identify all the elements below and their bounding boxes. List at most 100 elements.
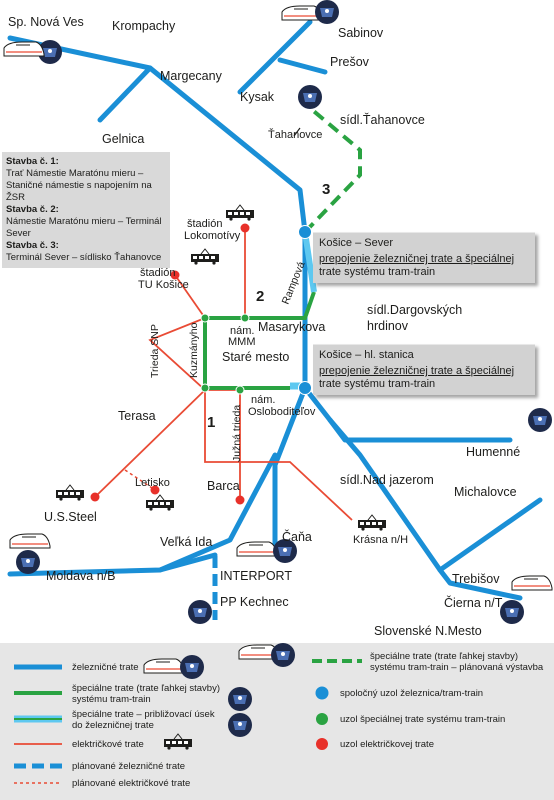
node-tram [150,485,160,495]
legend-planned-special-2: systému tram-train – plánovaná výstavba [370,662,544,673]
callout-desc: prepojenie železničnej trate a špeciálne… [319,365,515,377]
svg-text:Krásna n/H: Krásna n/H [353,534,408,546]
svg-text:Osloboditeľov: Osloboditeľov [248,406,316,418]
svg-text:Barca: Barca [207,479,240,493]
legend-node-special: uzol špeciálnej trate systému tram-train [340,714,506,725]
stage-text: Námestie Maratónu mieru – Terminál Sever [6,216,162,239]
svg-text:MMM: MMM [228,336,256,348]
nodes [90,127,312,505]
construction-stages-box: Stavba č. 1: Trať Námestie Maratónu mier… [2,152,170,268]
tram-train-icon [271,643,295,667]
legend-node-tram: uzol električkovej trate [340,739,434,750]
callout-desc: trate systému tram-train [319,266,436,278]
special-lines [203,291,316,390]
svg-text:Masarykova: Masarykova [258,320,325,334]
svg-text:Trieda SNP: Trieda SNP [149,324,161,378]
svg-text:3: 3 [322,181,330,198]
tram-train-icon [528,408,552,432]
callout-title: Košice – hl. stanica [319,349,414,361]
callout-kosice-stanica: Košice – hl. stanica prepojenie železnič… [313,344,535,395]
svg-text:1: 1 [207,414,215,431]
svg-text:Humenné: Humenné [466,445,520,459]
node-special [200,383,210,393]
tram-icon [163,733,193,751]
legend-approach-2: do železničnej trate [72,720,154,731]
svg-text:Čierna n/T: Čierna n/T [444,595,503,610]
train-icon [511,575,553,591]
svg-text:Staré mesto: Staré mesto [222,350,289,364]
tram-train-icon [188,600,212,624]
train-icon [3,41,45,57]
planned-tram [124,469,156,491]
svg-text:Trebišov: Trebišov [452,572,500,586]
node-special [235,385,245,395]
legend-approach-1: špeciálne trate – približovací úsek [72,709,215,720]
stage-title: Stavba č. 2: [6,204,59,215]
svg-text:Veľká Ida: Veľká Ida [160,535,212,549]
svg-text:Prešov: Prešov [330,55,370,69]
svg-text:Terasa: Terasa [118,409,156,423]
node-tram [90,492,100,502]
svg-text:INTERPORT: INTERPORT [220,569,292,583]
svg-text:Moldava n/B: Moldava n/B [46,569,115,583]
svg-text:nám.: nám. [251,394,275,406]
svg-text:Letisko: Letisko [135,477,170,489]
node-tram [170,270,180,280]
svg-text:Ťahanovce: Ťahanovce [268,128,322,141]
svg-text:Krompachy: Krompachy [112,19,176,33]
tram-train-icon [16,550,40,574]
train-icon [143,658,185,674]
svg-text:nám.: nám. [230,325,254,337]
svg-text:sídl.Ťahanovce: sídl.Ťahanovce [340,112,425,127]
svg-text:Slovenské N.Mesto: Slovenské N.Mesto [374,624,482,638]
tram-train-icon [298,85,322,109]
svg-text:2: 2 [256,288,264,305]
stage-title: Stavba č. 3: [6,240,59,251]
svg-text:hrdinov: hrdinov [367,319,409,333]
svg-text:Sp. Nová Ves: Sp. Nová Ves [8,15,84,29]
tram-train-icon [228,687,252,711]
svg-text:sídl.Nad jazerom: sídl.Nad jazerom [340,473,434,487]
callout-kosice-sever: Košice – Sever prepojenie železničnej tr… [313,232,535,283]
legend-planned-special-1: špeciálne trate (trate ľahkej stavby) [370,651,518,662]
callout-desc: prepojenie železničnej trate a špeciálne… [319,253,515,265]
legend: železničné trate špeciálne trate (trate … [0,643,554,800]
svg-text:Margecany: Margecany [160,69,223,83]
svg-text:Sabinov: Sabinov [338,26,384,40]
svg-text:Lokomotívy: Lokomotívy [184,230,241,242]
place-labels: Sp. Nová Ves Krompachy Sabinov Prešov Ma… [8,15,520,638]
legend-special-1: špeciálne trate (trate ľahkej stavby) [72,683,220,694]
node-common-stanica [298,381,312,395]
legend-special-2: systému tram-train [72,694,151,705]
svg-text:Južná trieda: Južná trieda [231,405,243,462]
tram-train-icon [180,655,204,679]
legend-railway: železničné trate [72,662,139,673]
legend-symbols [14,643,362,784]
svg-text:Michalovce: Michalovce [454,485,517,499]
train-icon [236,541,278,557]
legend-planned-tram: plánované električkové trate [72,778,191,789]
tram-train-icon [228,713,252,737]
svg-text:TU Košice: TU Košice [138,279,189,291]
node-tram [235,495,245,505]
svg-text:sídl.Dargovských: sídl.Dargovských [367,303,462,317]
transport-map: Sp. Nová Ves Krompachy Sabinov Prešov Ma… [3,0,553,638]
railway-lines [7,19,543,601]
legend-tram: električkové trate [72,739,144,750]
train-icon [9,533,51,549]
svg-text:štadión: štadión [140,267,175,279]
legend-node-common: spoločný uzol železnica/tram-train [340,688,484,699]
stage-title: Stavba č. 1: [6,156,59,167]
svg-text:U.S.Steel: U.S.Steel [44,510,97,524]
svg-text:Gelnica: Gelnica [102,132,144,146]
legend-planned-rail: plánované železničné trate [72,761,186,772]
svg-text:Kuzmányho: Kuzmányho [188,322,200,378]
svg-text:Čaňa: Čaňa [282,529,312,544]
tram-icon [145,494,175,512]
stage-text: Trať Námestie Maratónu mieru – Staničné … [6,168,152,203]
approach-sections [290,231,317,390]
svg-text:štadión: štadión [187,218,222,230]
node-special [200,313,210,323]
tram-train-icon [315,0,339,24]
tram-train-icon [500,600,524,624]
